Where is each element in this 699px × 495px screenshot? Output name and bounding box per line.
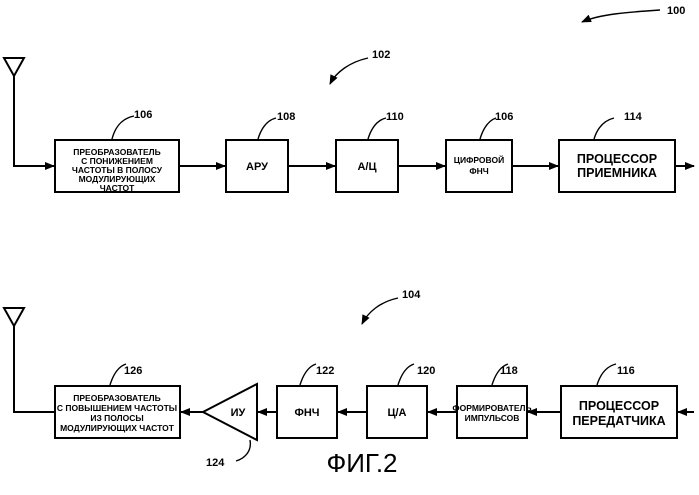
ref-114-label: 114 bbox=[624, 111, 643, 123]
upconverter-line-1: ПРЕОБРАЗОВАТЕЛЬ bbox=[73, 393, 160, 403]
ref-120-label: 120 bbox=[417, 365, 435, 377]
ref-124-leader bbox=[236, 440, 250, 461]
upconverter-line-2: С ПОВЫШЕНИЕМ ЧАСТОТЫ bbox=[57, 403, 177, 413]
lpf-label: ФНЧ bbox=[294, 407, 319, 419]
ref-106b-label: 106 bbox=[495, 111, 513, 123]
ref-108-leader bbox=[258, 118, 276, 139]
figure-caption: ФИГ.2 bbox=[326, 448, 397, 478]
transmitter-processor-line-2: ПЕРЕДАТЧИКА bbox=[572, 414, 665, 428]
transmitter-processor-block: ПРОЦЕССОР ПЕРЕДАТЧИКА bbox=[561, 386, 677, 438]
adc-block: А/Ц bbox=[336, 140, 398, 192]
ref-106a-leader bbox=[112, 116, 134, 139]
adc-label: А/Ц bbox=[357, 161, 376, 173]
ref-102-label: 102 bbox=[372, 49, 390, 61]
receiver-antenna-icon bbox=[4, 58, 54, 166]
ref-118-label: 118 bbox=[500, 365, 518, 377]
receiver-processor-block: ПРОЦЕССОР ПРИЕМНИКА bbox=[559, 140, 675, 192]
ref-110-leader bbox=[368, 118, 386, 139]
ref-110-label: 110 bbox=[386, 111, 404, 123]
ref-106b-leader bbox=[480, 118, 496, 139]
upconverter-line-4: МОДУЛИРУЮЩИХ ЧАСТОТ bbox=[60, 423, 175, 433]
downconverter-block: ПРЕОБРАЗОВАТЕЛЬ С ПОНИЖЕНИЕМ ЧАСТОТЫ В П… bbox=[55, 140, 179, 193]
amplifier-triangle: ИУ bbox=[203, 384, 257, 440]
ref-100-label: 100 bbox=[667, 5, 685, 17]
upconverter-line-3: ИЗ ПОЛОСЫ bbox=[90, 413, 143, 423]
ref-124-label: 124 bbox=[206, 457, 225, 469]
downconverter-line-5: ЧАСТОТ bbox=[100, 183, 135, 193]
ref-120-leader bbox=[398, 364, 414, 385]
digital-lpf-line-2: ФНЧ bbox=[469, 166, 488, 176]
pulse-shaper-block: ФОРМИРОВАТЕЛЬ ИМПУЛЬСОВ bbox=[452, 386, 531, 438]
transmitter-antenna-icon bbox=[4, 308, 55, 412]
ref-114-leader bbox=[594, 118, 614, 139]
ref-122-label: 122 bbox=[316, 365, 334, 377]
ref-116-label: 116 bbox=[617, 365, 635, 377]
ref-122-leader bbox=[300, 364, 316, 385]
ref-100-arrow bbox=[582, 10, 660, 22]
ref-104-arrow bbox=[362, 298, 398, 324]
ref-126-label: 126 bbox=[124, 365, 142, 377]
digital-lpf-line-1: ЦИФРОВОЙ bbox=[454, 154, 504, 165]
ref-116-leader bbox=[597, 364, 616, 385]
agc-label: АРУ bbox=[246, 161, 268, 173]
ref-104-label: 104 bbox=[402, 289, 421, 301]
pulse-shaper-line-1: ФОРМИРОВАТЕЛЬ bbox=[452, 403, 531, 413]
lpf-block: ФНЧ bbox=[277, 386, 337, 438]
agc-block: АРУ bbox=[226, 140, 288, 192]
digital-lpf-block: ЦИФРОВОЙ ФНЧ bbox=[446, 140, 512, 192]
dac-label: Ц/А bbox=[387, 407, 406, 419]
upconverter-block: ПРЕОБРАЗОВАТЕЛЬ С ПОВЫШЕНИЕМ ЧАСТОТЫ ИЗ … bbox=[55, 386, 180, 438]
ref-108-label: 108 bbox=[277, 111, 295, 123]
amplifier-label: ИУ bbox=[231, 407, 246, 419]
pulse-shaper-line-2: ИМПУЛЬСОВ bbox=[465, 413, 520, 423]
transmitter-processor-line-1: ПРОЦЕССОР bbox=[579, 399, 659, 413]
ref-102-arrow bbox=[330, 58, 368, 84]
dac-block: Ц/А bbox=[367, 386, 427, 438]
receiver-processor-line-2: ПРИЕМНИКА bbox=[577, 166, 657, 180]
ref-106a-label: 106 bbox=[134, 109, 152, 121]
receiver-processor-line-1: ПРОЦЕССОР bbox=[577, 152, 657, 166]
